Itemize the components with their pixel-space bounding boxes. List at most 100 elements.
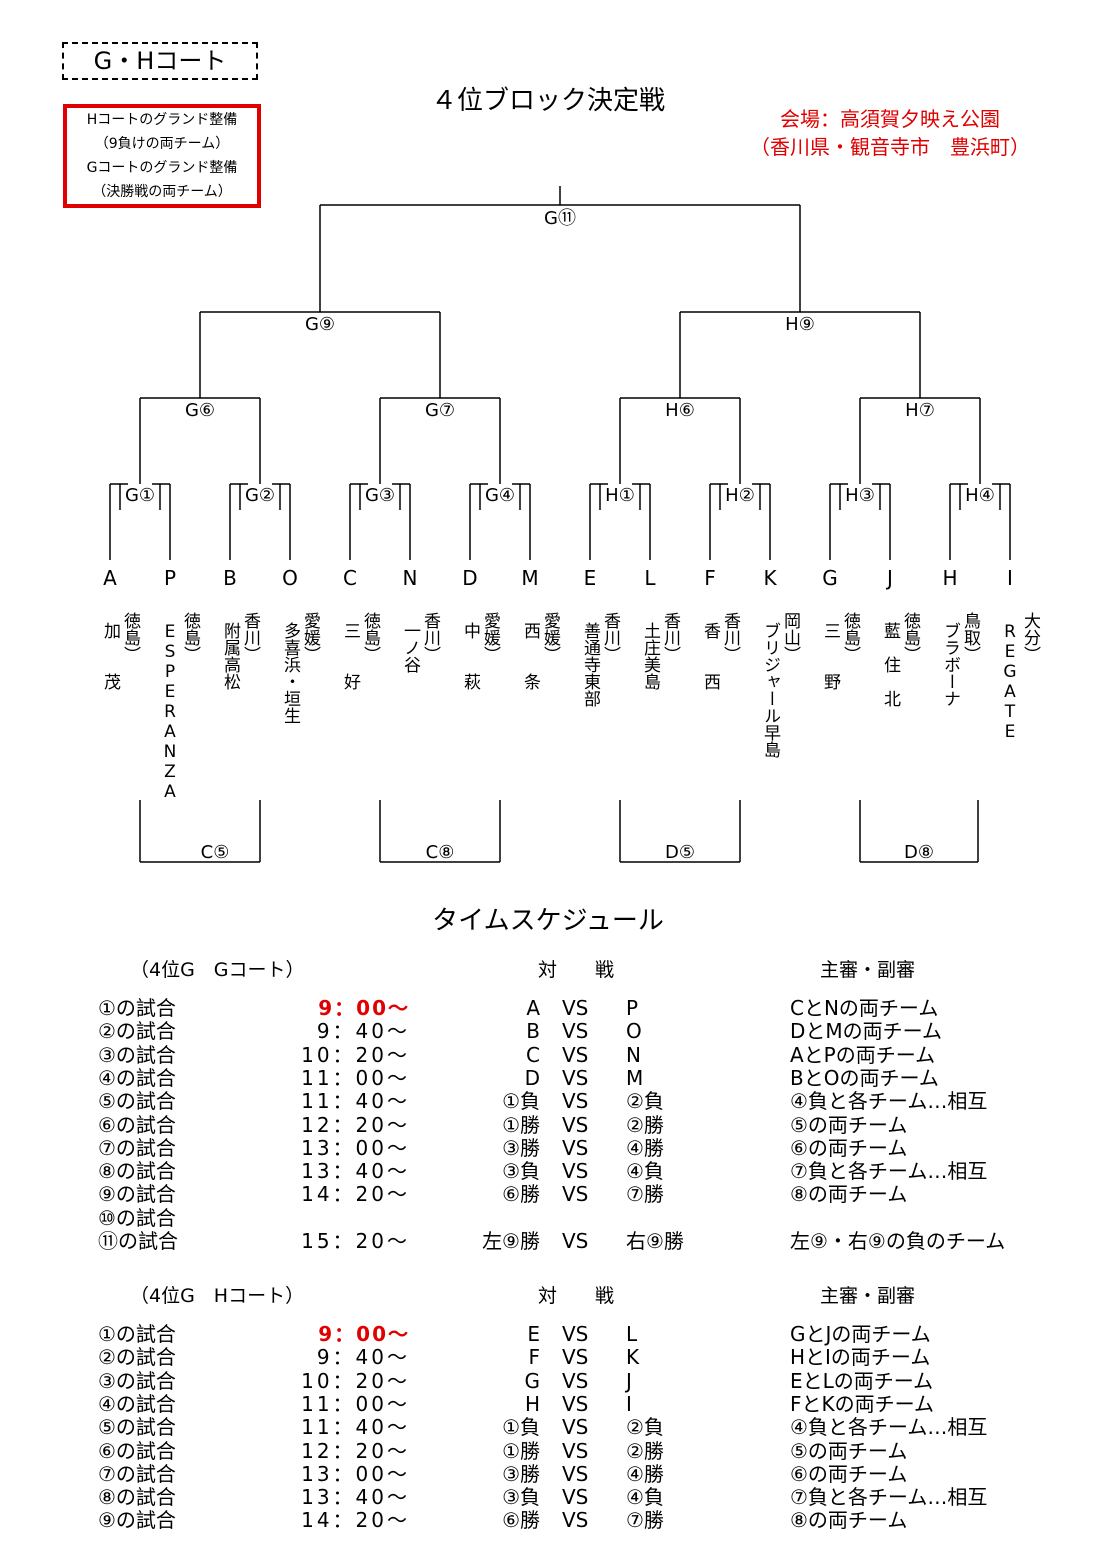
team-prefecture: 岡山） [780,612,800,663]
team-id: O [282,566,298,590]
team-id: G [822,566,838,590]
team-name: 香川）土庄美島 [640,612,680,690]
vs-label: VS [562,1485,589,1510]
game-time: 9：00～ [318,996,410,1020]
consolation-label: C⑤ [201,842,230,863]
referee-team: ⑧の両チーム [790,1508,908,1533]
game-label: ⑨の試合 [98,1508,176,1533]
match-left: F [528,1345,540,1370]
referee-team: HとIの両チーム [790,1345,931,1370]
match-header: 対 戦 [538,1285,615,1307]
team-prefecture: 大分） [1020,612,1040,663]
vs-label: VS [562,1345,589,1370]
venue-address: （香川県・観音寺市 豊浜町） [750,135,1030,159]
match-label: H⑦ [905,400,935,421]
team-prefecture: 徳島） [360,612,380,663]
referee-team: BとOの両チーム [790,1065,939,1090]
schedule-title: タイムスケジュール [432,906,664,936]
team-club: ブラボーナ [940,622,960,707]
team-club: 香 西 [700,622,720,690]
match-left: ③負 [502,1485,540,1510]
team-id: F [704,566,716,590]
game-label: ⑤の試合 [98,1415,176,1440]
team-prefecture: 徳島） [840,612,860,663]
game-label: ⑧の試合 [98,1485,176,1510]
game-label: ②の試合 [98,1345,176,1370]
team-name: 香川）一ノ谷 [400,612,440,673]
match-left: ③勝 [502,1135,540,1160]
team-id: I [1007,566,1013,590]
match-left: A [526,996,540,1020]
team-club: 土庄美島 [640,622,660,690]
game-label: ①の試合 [98,996,176,1020]
vs-label: VS [562,1135,589,1160]
team-club: 三 野 [820,622,840,690]
match-right: 右⑨勝 [626,1229,684,1253]
vs-label: VS [562,1065,589,1090]
game-label: ⑦の試合 [98,1135,176,1160]
match-right: J [626,1368,632,1393]
team-prefecture: 徳島） [180,612,200,663]
team-prefecture: 香川） [240,612,260,663]
team-prefecture: 香川） [720,612,740,663]
game-label: ⑥の試合 [98,1438,176,1463]
team-club: 中 萩 [460,622,480,690]
match-left: ①負 [502,1089,540,1114]
match-right: P [626,996,639,1020]
team-club: 藍 住 北 [880,622,900,707]
team-name: 鳥取）ブラボーナ [940,612,980,707]
match-right: ②負 [626,1415,664,1440]
match-label: H④ [965,485,995,506]
team-prefecture: 香川） [660,612,680,663]
vs-label: VS [562,1182,589,1207]
team-id: N [403,566,418,590]
vs-label: VS [562,1322,589,1346]
referee-team: ④負と各チーム…相互 [790,1089,988,1114]
vs-label: VS [562,1461,589,1486]
match-right: ④負 [626,1485,664,1510]
team-prefecture: 愛媛） [480,612,500,663]
game-time: 11：00～ [301,1391,410,1416]
game-label: ③の試合 [98,1368,176,1393]
game-time: 14：20～ [301,1182,410,1207]
game-label: ⑥の試合 [98,1112,176,1137]
game-time: 13：40～ [301,1485,410,1510]
vs-label: VS [562,1112,589,1137]
team-prefecture: 徳島） [120,612,140,663]
vs-label: VS [562,1019,589,1044]
maintenance-notice: Hコートのグランド整備 （9負けの両チーム） Gコートのグランド整備 （決勝戦の… [63,104,261,208]
game-label: ④の試合 [98,1065,176,1090]
game-label: ⑦の試合 [98,1461,176,1486]
match-right: M [626,1065,644,1090]
match-label: G① [125,485,155,506]
game-time: 11：40～ [301,1089,410,1114]
referee-team: EとLの両チーム [790,1368,934,1393]
match-right: ⑦勝 [626,1182,664,1207]
match-label: H③ [845,485,875,506]
match-right: I [626,1391,632,1416]
team-id: J [885,566,893,590]
match-label: G④ [485,485,515,506]
vs-label: VS [562,1229,589,1253]
match-left: C [526,1042,540,1067]
referee-header: 主審・副審 [820,1285,916,1307]
notice-line: Gコートのグランド整備 [86,160,238,176]
match-label: G② [245,485,275,506]
referee-team: FとKの両チーム [790,1391,935,1416]
team-prefecture: 愛媛） [540,612,560,663]
team-id: H [942,566,957,590]
match-left: H [524,1391,540,1416]
match-right: ②負 [626,1089,664,1114]
team-name: 岡山）ブリジャール早島 [760,612,800,758]
match-label: G③ [365,485,395,506]
team-club: 附属高松 [220,622,240,690]
match-right: ⑦勝 [626,1508,664,1533]
team-prefecture: 徳島） [900,612,920,663]
team-name: 徳島）三 好 [340,612,380,690]
game-label: ⑤の試合 [98,1089,176,1114]
team-club: 加 茂 [100,622,120,690]
team-id: M [521,566,538,590]
team-club: 西 条 [520,622,540,690]
match-label: G⑥ [185,400,215,421]
